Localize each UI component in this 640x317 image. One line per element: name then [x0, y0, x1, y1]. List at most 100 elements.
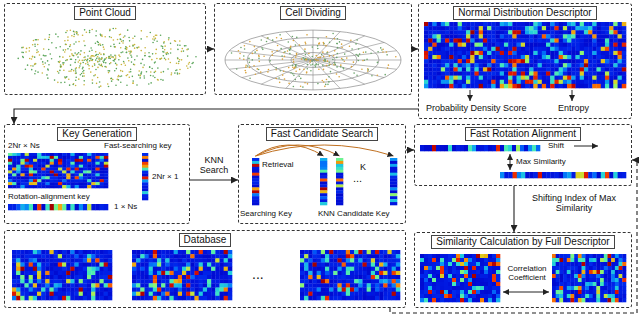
- heatmap-cell: [29, 176, 33, 179]
- heatmap-cell: [567, 80, 572, 84]
- heatmap-cell: [142, 179, 148, 182]
- heatmap-cell: [448, 145, 452, 151]
- heatmap-cell: [21, 159, 25, 162]
- point: [59, 46, 61, 48]
- point: [164, 57, 166, 59]
- point: [80, 62, 82, 64]
- heatmap-cell: [576, 55, 581, 59]
- heatmap-cell: [29, 159, 33, 162]
- point: [336, 43, 338, 45]
- heatmap-cell: [75, 168, 79, 171]
- point: [358, 48, 360, 50]
- heatmap-cell: [588, 47, 593, 51]
- point: [146, 36, 148, 38]
- point: [120, 39, 122, 41]
- point: [179, 69, 181, 71]
- point: [72, 84, 74, 86]
- heatmap-cell: [437, 63, 442, 67]
- heatmap-cell: [470, 22, 475, 26]
- heatmap-cell: [483, 30, 488, 34]
- point: [308, 53, 310, 55]
- point: [90, 47, 92, 49]
- heatmap-cell: [479, 39, 484, 43]
- heatmap-cell: [592, 80, 597, 84]
- heatmap-cell: [54, 153, 58, 156]
- point: [129, 45, 131, 47]
- heatmap-cell: [449, 30, 454, 34]
- point: [73, 43, 75, 45]
- heatmap-cell: [453, 80, 458, 84]
- heatmap-cell: [79, 176, 83, 179]
- point: [96, 83, 98, 85]
- heatmap-cell: [100, 168, 104, 171]
- heatmap-cell: [529, 34, 534, 38]
- point: [244, 45, 246, 47]
- heatmap-cell: [597, 34, 602, 38]
- heatmap-cell: [508, 51, 513, 55]
- point: [163, 51, 165, 53]
- point: [304, 41, 306, 43]
- heatmap-cell: [62, 176, 66, 179]
- point: [142, 67, 144, 69]
- heatmap-cell: [563, 34, 568, 38]
- heatmap-cell: [252, 179, 259, 182]
- point: [34, 56, 36, 58]
- heatmap-cell: [491, 72, 496, 76]
- heatmap-cell: [50, 173, 54, 176]
- heatmap-cell: [424, 59, 429, 63]
- point: [152, 42, 154, 44]
- point: [36, 39, 38, 41]
- point: [108, 72, 110, 74]
- heatmap-cell: [21, 156, 25, 159]
- heatmap-cell: [567, 22, 572, 26]
- heatmap-cell: [538, 30, 543, 34]
- heatmap-cell: [483, 67, 488, 71]
- heatmap-cell: [550, 47, 555, 51]
- point: [323, 56, 325, 58]
- heatmap-cell: [542, 34, 547, 38]
- point: [258, 58, 260, 60]
- point: [75, 59, 77, 61]
- point: [83, 75, 85, 77]
- heatmap-cell: [521, 63, 526, 67]
- heatmap-cell: [491, 47, 496, 51]
- point: [314, 64, 316, 66]
- point: [17, 58, 19, 60]
- point: [164, 45, 166, 47]
- point: [333, 55, 335, 57]
- heatmap-cell: [508, 67, 513, 71]
- point: [252, 53, 254, 55]
- point: [47, 60, 49, 62]
- heatmap-cell: [75, 204, 79, 210]
- heatmap-cell: [428, 47, 433, 51]
- heatmap-cell: [104, 176, 108, 179]
- heatmap-cell: [29, 171, 33, 174]
- heatmap-cell: [449, 26, 454, 30]
- heatmap-cell: [618, 43, 623, 47]
- heatmap-cell: [87, 173, 91, 176]
- point: [74, 52, 76, 54]
- heatmap-cell: [601, 26, 606, 30]
- heatmap-cell: [8, 176, 12, 179]
- heatmap-cell: [33, 179, 37, 182]
- point: [91, 29, 93, 31]
- point: [330, 71, 332, 73]
- heatmap-cell: [424, 26, 429, 30]
- point: [98, 64, 100, 66]
- heatmap-cell: [559, 55, 564, 59]
- heatmap-cell: [508, 30, 513, 34]
- heatmap-cell: [21, 176, 25, 179]
- heatmap-cell: [71, 176, 75, 179]
- heatmap-cell: [75, 173, 79, 176]
- heatmap-cell: [428, 39, 433, 43]
- heatmap-cell: [475, 76, 480, 80]
- point: [295, 66, 297, 68]
- heatmap-cell: [504, 51, 509, 55]
- heatmap-cell: [66, 204, 70, 210]
- heatmap-cell: [597, 22, 602, 26]
- heatmap-cell: [453, 72, 458, 76]
- point: [163, 71, 165, 73]
- heatmap: [8, 153, 108, 188]
- point: [315, 59, 317, 61]
- ring: [225, 30, 401, 90]
